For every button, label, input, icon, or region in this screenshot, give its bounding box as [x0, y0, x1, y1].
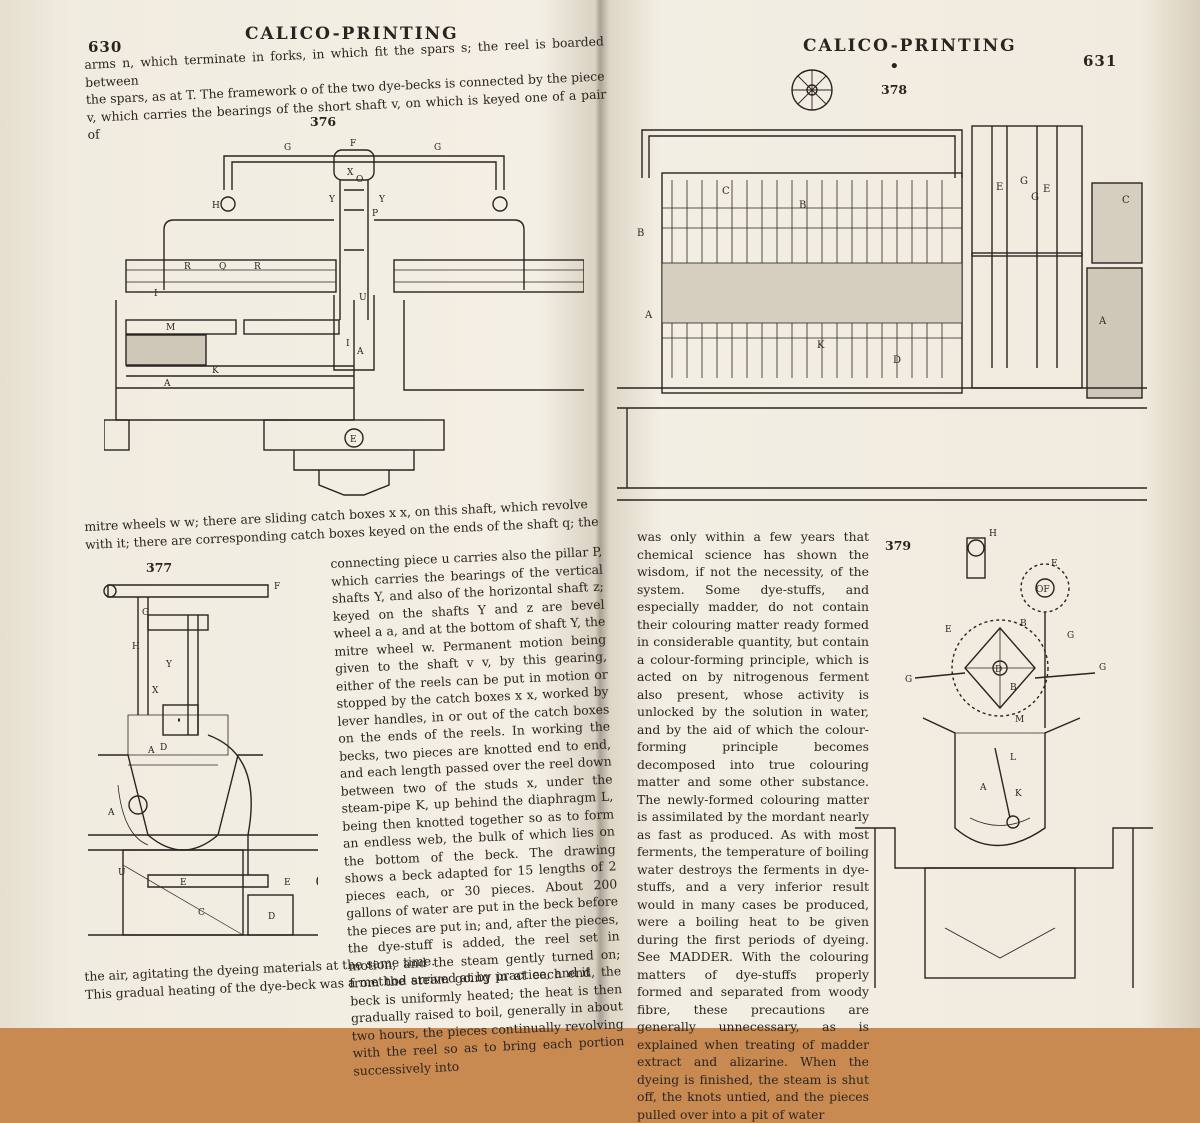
fig-label: K — [817, 340, 825, 351]
fig-label: E — [1051, 559, 1058, 569]
fig-label: G — [905, 675, 912, 685]
fig-label: L — [1010, 753, 1016, 763]
mid-text: mitre wheels w w; there are sliding catc… — [84, 494, 605, 553]
fig-label: D — [268, 912, 275, 922]
figure-379: H E OF B E G G G D B M L A K — [855, 528, 1153, 988]
fig-label: Q — [219, 262, 226, 272]
fig-label: X — [347, 168, 354, 178]
fig-label: E — [1043, 184, 1050, 195]
figure-378: C B A B K D E G G E C A — [617, 68, 1147, 518]
fig-label: O — [356, 175, 363, 185]
fig-label: K — [212, 366, 219, 376]
fig-label: H — [989, 529, 997, 539]
fig-label: A — [644, 310, 653, 321]
paragraph: was only within a few years that chemica… — [637, 529, 869, 1122]
page-number: 630 — [88, 38, 123, 56]
fig-label: H — [212, 201, 220, 211]
dot-mark: • — [889, 56, 900, 77]
fig-label: U — [118, 868, 126, 878]
fig-label: G — [1020, 176, 1028, 187]
fig-label: A — [163, 379, 171, 389]
fig-label: C — [198, 908, 205, 918]
fig-label: B — [799, 200, 806, 211]
fig-label: G — [1099, 663, 1106, 673]
fig-label: OF — [1036, 585, 1050, 595]
figure-376-number: 376 — [310, 114, 337, 129]
fig-label: M — [166, 323, 175, 333]
paragraph: connecting piece u carries also the pill… — [330, 543, 625, 1078]
fig-label: E — [350, 435, 357, 445]
column-text: was only within a few years that chemica… — [637, 528, 869, 1123]
fig-label: E — [996, 182, 1003, 193]
fig-label: E — [945, 625, 952, 635]
fig-label: E — [180, 878, 187, 888]
fig-label: Y — [165, 660, 173, 670]
fig-label: D — [995, 665, 1002, 675]
fig-label: B — [1010, 683, 1017, 693]
fig-label: A — [107, 808, 115, 818]
fig-label: D — [160, 743, 167, 753]
figure-376-drawing: G F G X O H Y P Y R Q R I U M A K — [104, 139, 584, 496]
fig-label: H — [132, 642, 140, 652]
fig-label: G — [284, 143, 291, 153]
running-head: CALICO-PRINTING — [245, 24, 459, 44]
figure-378-drawing: C B A B K D E G G E C A — [617, 69, 1147, 501]
fig-label: M — [1015, 715, 1024, 725]
fig-label: R — [254, 262, 261, 272]
right-page: CALICO-PRINTING 631 • 378 — [603, 0, 1163, 1122]
fig-label: E — [284, 878, 291, 888]
fig-label: I — [346, 339, 350, 349]
figure-377: F G H Y X D A E E C D U A — [88, 575, 318, 955]
fig-label: G — [1031, 192, 1039, 203]
fig-label: F — [350, 139, 356, 149]
fig-label: G — [434, 143, 441, 153]
fig-label: D — [893, 355, 901, 366]
fig-label: G — [1067, 631, 1074, 641]
fig-label: Y — [328, 195, 336, 205]
fig-label: B — [1020, 619, 1027, 629]
fig-label: A — [979, 783, 987, 793]
fig-label: R — [184, 262, 191, 272]
figure-378-number: 378 — [881, 82, 908, 97]
figure-377-drawing: F G H Y X D A E E C D U A — [88, 582, 318, 936]
fig-label: I — [154, 289, 158, 299]
fig-label: P — [372, 209, 378, 219]
running-head: CALICO-PRINTING — [803, 36, 1017, 56]
left-page: 630 CALICO-PRINTING arms n, which termin… — [40, 0, 625, 1078]
top-text: arms n, which terminate in forks, in whi… — [84, 32, 607, 143]
fig-label: F — [274, 582, 280, 592]
fig-label: X — [152, 686, 159, 696]
figure-379-number: 379 — [885, 538, 912, 553]
fig-label: B — [637, 228, 644, 239]
figure-376: G F G X O H Y P Y R Q R I U M A K — [104, 130, 584, 500]
figure-379-drawing: H E OF B E G G G D B M L A K — [855, 529, 1153, 988]
fig-label: U — [359, 293, 367, 303]
fig-label: A — [1098, 316, 1107, 327]
fig-label: C — [1122, 195, 1130, 206]
page-number: 631 — [1083, 52, 1118, 70]
column-text: connecting piece u carries also the pill… — [330, 543, 626, 1080]
fig-label: K — [1015, 789, 1022, 799]
fig-label: G — [142, 608, 149, 618]
fig-label: A — [356, 347, 364, 357]
fig-label: A — [147, 746, 155, 756]
fig-label: Y — [378, 195, 386, 205]
figure-377-number: 377 — [146, 560, 173, 575]
fig-label: C — [722, 186, 730, 197]
